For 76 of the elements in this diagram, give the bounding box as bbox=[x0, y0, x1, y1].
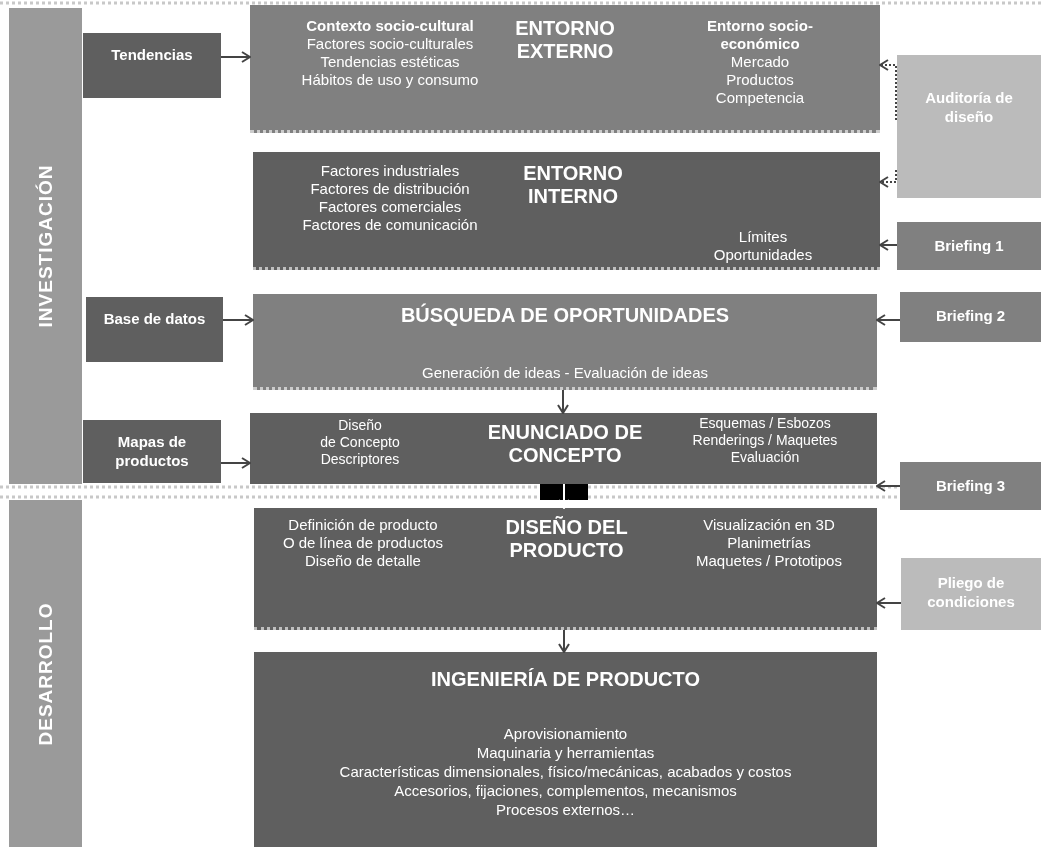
list-item: Aprovisionamiento bbox=[503, 724, 628, 743]
box-label: Auditoría de diseño bbox=[924, 88, 1014, 126]
box-label: Briefing 3 bbox=[934, 476, 1007, 495]
arrow bbox=[220, 457, 251, 469]
input-box bbox=[900, 292, 1041, 342]
list-item: Factores industriales bbox=[320, 162, 460, 180]
list-item: Esquemas / Esbozos bbox=[699, 415, 831, 432]
list-item: Diseño de detalle bbox=[305, 552, 421, 570]
phase-band bbox=[9, 8, 82, 484]
list-item: Límites bbox=[738, 228, 788, 246]
input-box bbox=[900, 462, 1041, 510]
list-item: Factores comerciales bbox=[318, 198, 462, 216]
list-heading: Entorno socio-económico bbox=[706, 17, 814, 53]
list-item: Definición de producto bbox=[288, 516, 438, 534]
process-box bbox=[254, 652, 877, 847]
process-box bbox=[253, 294, 877, 390]
stage-title: ENUNCIADO DE CONCEPTO bbox=[486, 421, 644, 467]
list-item: Productos bbox=[726, 71, 794, 89]
list-item: Accesorios, fijaciones, complementos, mecanismos bbox=[394, 781, 737, 800]
list-item: Planimetrías bbox=[727, 534, 811, 552]
process-box bbox=[253, 152, 880, 270]
stage-title: BÚSQUEDA DE OPORTUNIDADES bbox=[400, 304, 730, 327]
process-box bbox=[250, 5, 880, 133]
phase-band bbox=[9, 500, 82, 847]
list-item: Factores de comunicación bbox=[302, 216, 478, 234]
list-item: Características dimensionales, físico/mecánicas, acabados y costos bbox=[339, 762, 792, 781]
arrow bbox=[222, 314, 254, 326]
list-item: Mercado bbox=[730, 53, 790, 71]
list-item: Factores de distribución bbox=[310, 180, 470, 198]
arrow bbox=[558, 483, 570, 509]
list-item: Hábitos de uso y consumo bbox=[301, 71, 479, 89]
arrow bbox=[876, 480, 901, 492]
stage-title: INGENIERÍA DE PRODUCTO bbox=[431, 668, 700, 691]
list-heading: Contexto socio-cultural bbox=[306, 17, 474, 35]
list-item: Descriptores bbox=[320, 451, 400, 468]
stage-title: ENTORNO INTERNO bbox=[522, 162, 624, 208]
input-box bbox=[897, 55, 1041, 198]
arrow bbox=[879, 169, 897, 188]
box-label: Pliego de condiciones bbox=[926, 573, 1016, 611]
input-box bbox=[86, 297, 223, 362]
phase-label: INVESTIGACIÓN bbox=[34, 164, 57, 328]
box-label: Tendencias bbox=[110, 45, 194, 64]
list-item: Oportunidades bbox=[713, 246, 813, 264]
list-item: Tendencias estéticas bbox=[320, 53, 460, 71]
arrow bbox=[876, 597, 902, 609]
box-label: Briefing 1 bbox=[933, 236, 1005, 255]
list-item: O de línea de productos bbox=[282, 534, 444, 552]
list-item: Evaluación bbox=[730, 449, 800, 466]
input-box bbox=[83, 33, 221, 98]
arrow bbox=[220, 51, 251, 63]
process-box bbox=[250, 413, 877, 484]
arrow bbox=[879, 59, 897, 121]
list-item: Competencia bbox=[715, 89, 805, 107]
list-item: Procesos externos… bbox=[495, 800, 636, 819]
list-item: Factores socio-culturales bbox=[306, 35, 474, 53]
arrow bbox=[879, 239, 898, 251]
stage-title: ENTORNO EXTERNO bbox=[514, 17, 616, 63]
input-box bbox=[901, 558, 1041, 630]
list-item: Diseño bbox=[338, 417, 382, 434]
box-label: Briefing 2 bbox=[934, 306, 1007, 325]
box-label: Mapas de productos bbox=[114, 432, 190, 470]
process-box bbox=[254, 508, 877, 630]
stage-title: DISEÑO DEL PRODUCTO bbox=[504, 516, 629, 562]
list-item: Generación de ideas - Evaluación de ideas bbox=[422, 364, 708, 382]
list-item: Maquetes / Prototipos bbox=[696, 552, 842, 570]
list-item: de Concepto bbox=[320, 434, 400, 451]
list-item: Renderings / Maquetes bbox=[692, 432, 838, 449]
input-box bbox=[83, 420, 221, 483]
arrow bbox=[558, 629, 570, 653]
list-item: Maquinaria y herramientas bbox=[476, 743, 655, 762]
arrow bbox=[876, 314, 901, 326]
list-item: Visualización en 3D bbox=[703, 516, 835, 534]
phase-label: DESARROLLO bbox=[34, 602, 57, 745]
arrow bbox=[557, 389, 569, 414]
box-label: Base de datos bbox=[102, 309, 207, 328]
input-box bbox=[897, 222, 1041, 270]
